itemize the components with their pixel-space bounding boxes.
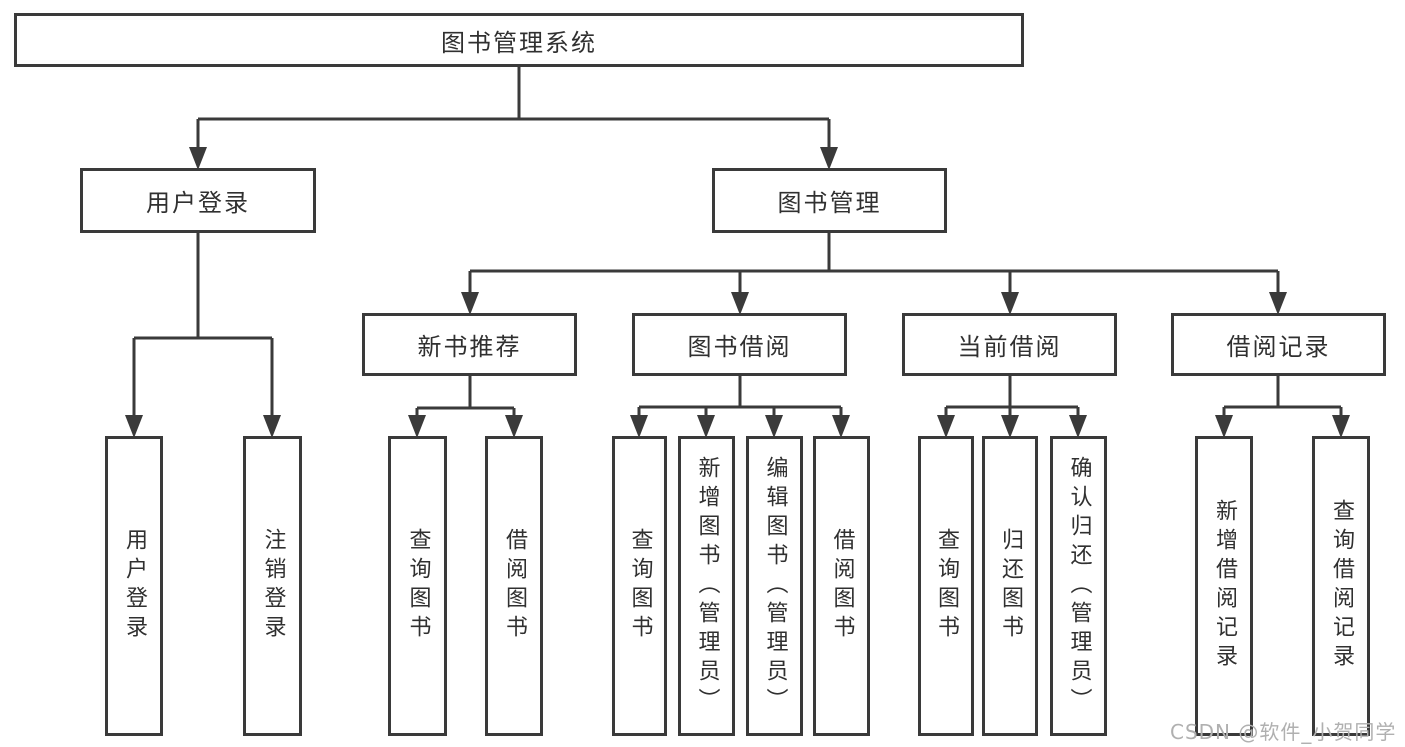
connector-borrow-records-to-leaves (1215, 376, 1350, 438)
leaf-add-book-admin: 新增图书（管理员） (678, 436, 735, 736)
leaf-logout-login: 注销登录 (243, 436, 302, 736)
node-borrow-records: 借阅记录 (1171, 313, 1386, 376)
connector-new-book-rec-to-leaves (408, 376, 523, 438)
node-user-login: 用户登录 (80, 168, 316, 233)
leaf-edit-book-admin: 编辑图书（管理员） (746, 436, 803, 736)
node-current-borrow: 当前借阅 (902, 313, 1117, 376)
leaf-user-login: 用户登录 (105, 436, 163, 736)
connector-book-borrow-to-leaves (630, 376, 850, 438)
node-book-borrow: 图书借阅 (632, 313, 847, 376)
leaf-query-borrow-record: 查询借阅记录 (1312, 436, 1370, 736)
leaf-add-borrow-record: 新增借阅记录 (1195, 436, 1253, 736)
leaf-query-book-borrow: 查询图书 (612, 436, 667, 736)
leaf-query-book-recommend: 查询图书 (388, 436, 447, 736)
node-root-system: 图书管理系统 (14, 13, 1024, 67)
connector-root-to-level1 (189, 67, 838, 170)
connector-current-borrow-to-leaves (937, 376, 1087, 438)
leaf-borrow-book: 借阅图书 (813, 436, 870, 736)
leaf-borrow-book-recommend: 借阅图书 (485, 436, 543, 736)
connector-book-management-to-level2 (461, 233, 1287, 315)
leaf-query-book-current: 查询图书 (918, 436, 974, 736)
connector-user-login-to-leaves (125, 233, 281, 438)
leaf-confirm-return-admin: 确认归还（管理员） (1050, 436, 1107, 736)
node-new-book-recommend: 新书推荐 (362, 313, 577, 376)
node-book-management: 图书管理 (712, 168, 947, 233)
csdn-watermark: CSDN @软件_小贺同学 (1170, 720, 1397, 744)
leaf-return-book: 归还图书 (982, 436, 1038, 736)
